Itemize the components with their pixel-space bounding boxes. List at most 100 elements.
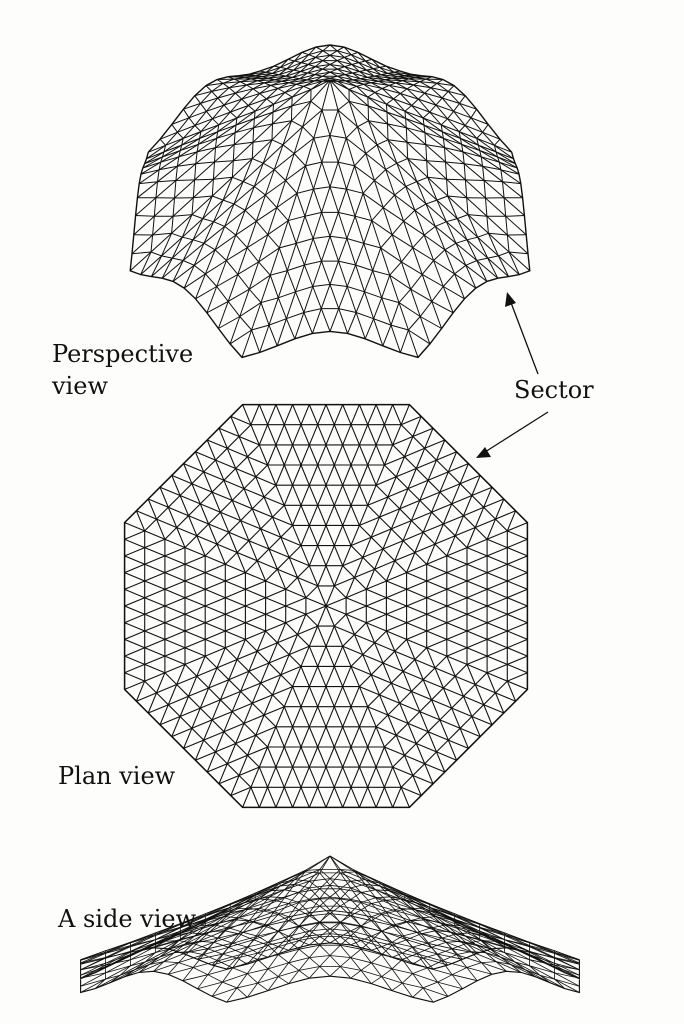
- mesh-edge: [308, 444, 319, 466]
- mesh-edge: [439, 922, 466, 937]
- mesh-edge: [144, 151, 165, 165]
- mesh-edge: [207, 960, 219, 975]
- mesh-edge: [222, 81, 241, 84]
- mesh-edge: [319, 936, 331, 944]
- mesh-edge: [379, 881, 405, 895]
- mesh-edge: [322, 75, 331, 79]
- mesh-edge: [431, 946, 457, 955]
- mesh-edge: [337, 161, 347, 190]
- mesh-edge: [466, 588, 488, 599]
- mesh-edge: [248, 540, 270, 550]
- mesh-edge: [213, 203, 235, 223]
- mesh-edge: [297, 625, 318, 636]
- mesh-edge: [400, 88, 408, 94]
- mesh-edge: [466, 239, 478, 261]
- mesh-edge: [354, 216, 365, 244]
- mesh-edge: [396, 910, 422, 919]
- mesh-edge: [258, 247, 280, 263]
- mesh-edge: [374, 75, 392, 79]
- mesh-edge: [370, 674, 381, 696]
- mesh-edge: [197, 948, 209, 960]
- mesh-edge: [80, 978, 106, 993]
- mesh-edge: [218, 316, 241, 329]
- mesh-edge: [439, 483, 461, 493]
- mesh-edge: [235, 110, 256, 126]
- mesh-edge: [269, 275, 279, 298]
- mesh-edge: [363, 83, 383, 89]
- mesh-edge: [317, 625, 327, 647]
- mesh-edge: [109, 960, 121, 966]
- mesh-edge: [345, 577, 356, 598]
- mesh-edge: [260, 302, 270, 326]
- mesh-edge: [446, 655, 468, 665]
- mesh-edge: [138, 961, 165, 973]
- mesh-edge: [300, 64, 309, 72]
- mesh-edge: [374, 560, 396, 570]
- mesh-edge: [161, 260, 184, 279]
- mesh-edge: [180, 915, 206, 929]
- mesh-edge: [276, 568, 287, 590]
- mesh-edge: [140, 161, 161, 175]
- mesh-edge: [267, 931, 279, 943]
- mesh-ring: [290, 77, 370, 139]
- mesh-edge: [193, 937, 219, 944]
- mesh-edge: [333, 726, 344, 748]
- mesh-edge: [194, 918, 206, 926]
- mesh-edge: [402, 959, 428, 969]
- mesh-edge: [364, 270, 374, 292]
- mesh-edge: [379, 65, 387, 68]
- mesh-edge: [350, 746, 360, 768]
- mesh-edge: [446, 638, 468, 649]
- mesh-edge: [244, 895, 256, 903]
- mesh-edge: [460, 941, 472, 952]
- mesh-edge: [242, 787, 252, 808]
- mesh-edge: [414, 210, 425, 236]
- mesh-edge: [446, 555, 468, 565]
- mesh-edge: [350, 930, 362, 941]
- mesh-edge: [169, 935, 196, 950]
- mesh-edge: [218, 763, 228, 785]
- mesh-edge: [184, 622, 206, 632]
- mesh-edge: [188, 515, 209, 525]
- mesh-edge: [298, 887, 310, 903]
- mesh-edge: [177, 125, 196, 133]
- mesh-edge: [164, 647, 186, 657]
- mesh-edge: [278, 946, 289, 951]
- mesh-edge: [280, 66, 287, 70]
- mesh-edge: [204, 638, 226, 649]
- mesh-edge: [486, 588, 508, 599]
- mesh-edge: [389, 84, 408, 90]
- mesh-edge: [387, 476, 397, 498]
- mesh-edge: [421, 917, 447, 926]
- mesh-edge: [405, 118, 426, 134]
- mesh-edge: [466, 967, 478, 981]
- mesh-edge: [239, 302, 262, 317]
- mesh-edge: [357, 52, 366, 62]
- mesh-edge: [504, 952, 530, 967]
- mesh-edge: [280, 536, 290, 558]
- mesh-edge: [373, 318, 384, 346]
- mesh-edge: [344, 72, 353, 76]
- mesh-edge: [196, 535, 206, 557]
- mesh-edge: [230, 899, 256, 914]
- mesh-edge: [277, 916, 290, 932]
- mesh-edge: [223, 908, 235, 917]
- mesh-edge: [262, 139, 273, 164]
- mesh-edge: [309, 888, 320, 900]
- mesh-edge: [446, 605, 468, 615]
- mesh-edge: [503, 197, 525, 216]
- mesh-edge: [255, 881, 281, 894]
- mesh-edge: [258, 787, 269, 808]
- mesh-edge: [502, 181, 521, 185]
- mesh-edge: [422, 987, 449, 997]
- mesh-edge: [163, 952, 175, 962]
- mesh-edge: [155, 930, 181, 944]
- mesh-edge: [253, 930, 279, 941]
- mesh-edge: [325, 666, 335, 687]
- mesh-edge: [402, 520, 412, 541]
- mesh-edge: [317, 484, 327, 506]
- mesh-edge: [340, 930, 351, 937]
- mesh-edge: [310, 79, 331, 102]
- mesh-edge: [345, 597, 367, 607]
- mesh-edge: [320, 284, 331, 309]
